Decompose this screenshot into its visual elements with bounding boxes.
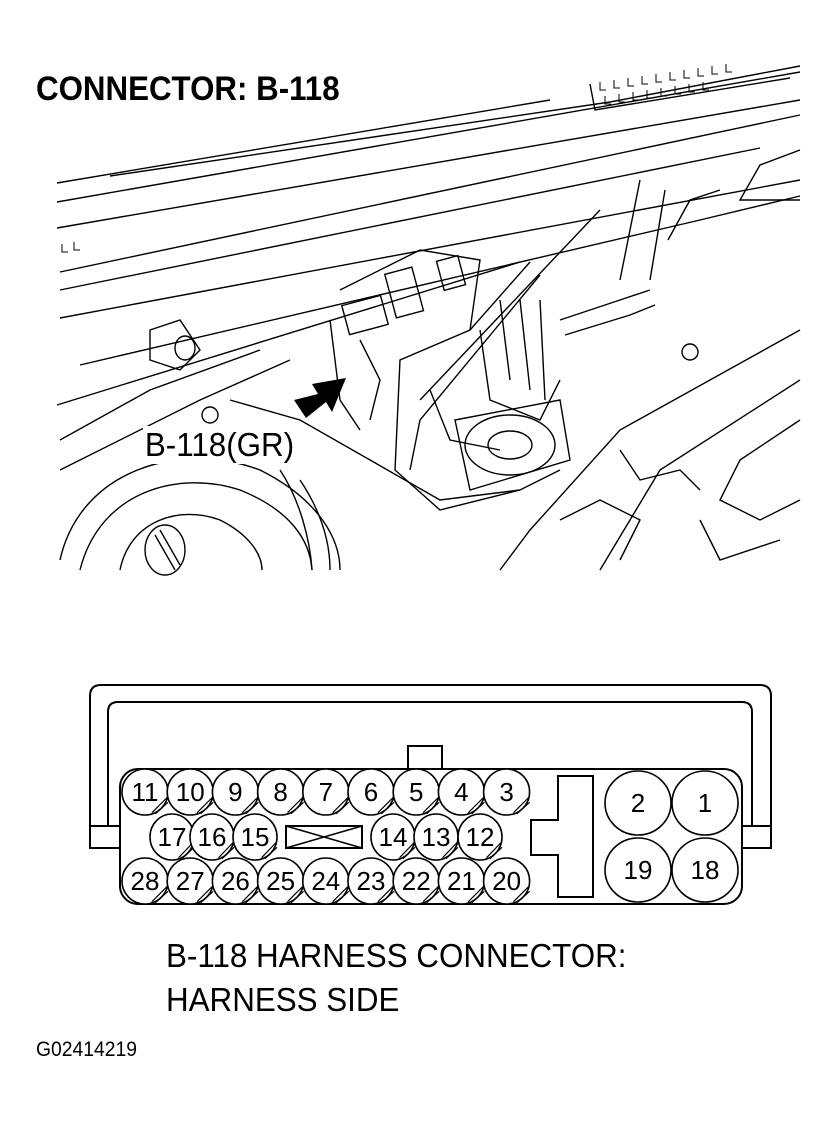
pin-1: 1 (671, 770, 739, 836)
pin-28: 28 (121, 857, 169, 905)
pin-6: 6 (347, 768, 395, 816)
engine-bay-illustration (56, 64, 801, 576)
svg-text:13: 13 (422, 822, 451, 852)
svg-text:19: 19 (624, 855, 653, 885)
pin-7: 7 (301, 768, 350, 816)
svg-text:15: 15 (241, 822, 270, 852)
diagram-title: CONNECTOR: B-118 (36, 70, 340, 108)
pin-9: 9 (211, 768, 260, 816)
pin-20: 20 (482, 857, 531, 905)
pin-22: 22 (392, 857, 441, 905)
pin-24: 24 (301, 857, 350, 905)
svg-text:27: 27 (176, 866, 205, 896)
svg-text:18: 18 (691, 855, 720, 885)
svg-text:9: 9 (228, 777, 242, 807)
svg-text:25: 25 (266, 866, 295, 896)
svg-text:24: 24 (311, 866, 340, 896)
pin-16: 16 (189, 813, 235, 861)
pin-10: 10 (166, 768, 214, 816)
arrow-icon (294, 378, 346, 418)
caption-line-2: HARNESS SIDE (166, 981, 400, 1018)
pin-11: 11 (121, 768, 169, 816)
svg-text:6: 6 (364, 777, 378, 807)
svg-text:20: 20 (492, 866, 521, 896)
pin-15: 15 (232, 813, 278, 861)
figure-id: G02414219 (36, 1038, 137, 1061)
svg-text:21: 21 (447, 866, 476, 896)
svg-text:14: 14 (379, 822, 408, 852)
pin-26: 26 (211, 857, 260, 905)
pin-8: 8 (256, 768, 305, 816)
svg-text:4: 4 (454, 777, 468, 807)
pin-19: 19 (604, 837, 672, 903)
pin-25: 25 (256, 857, 305, 905)
svg-text:22: 22 (402, 866, 431, 896)
pin-18: 18 (671, 837, 739, 903)
svg-text:17: 17 (158, 822, 187, 852)
pin-14: 14 (370, 813, 416, 861)
pin-21: 21 (437, 857, 486, 905)
pin-13: 13 (413, 813, 459, 861)
svg-text:12: 12 (466, 822, 495, 852)
svg-text:28: 28 (131, 866, 160, 896)
svg-text:11: 11 (132, 777, 159, 807)
svg-text:10: 10 (176, 777, 205, 807)
svg-text:1: 1 (698, 788, 712, 818)
svg-text:23: 23 (357, 866, 386, 896)
svg-text:3: 3 (499, 777, 513, 807)
pin-3: 3 (482, 768, 531, 816)
svg-text:26: 26 (221, 866, 250, 896)
caption-line-1: B-118 HARNESS CONNECTOR: (166, 937, 627, 974)
svg-text:5: 5 (409, 777, 423, 807)
pin-23: 23 (347, 857, 395, 905)
pin-27: 27 (166, 857, 214, 905)
pin-12: 12 (457, 813, 503, 861)
pin-4: 4 (437, 768, 486, 816)
svg-text:2: 2 (631, 788, 645, 818)
pin-17: 17 (149, 813, 195, 861)
svg-text:7: 7 (319, 777, 333, 807)
svg-text:8: 8 (273, 777, 287, 807)
pin-2: 2 (604, 770, 672, 836)
svg-text:16: 16 (198, 822, 227, 852)
pin-5: 5 (392, 768, 441, 816)
connector-callout-label: B-118(GR) (143, 426, 297, 464)
